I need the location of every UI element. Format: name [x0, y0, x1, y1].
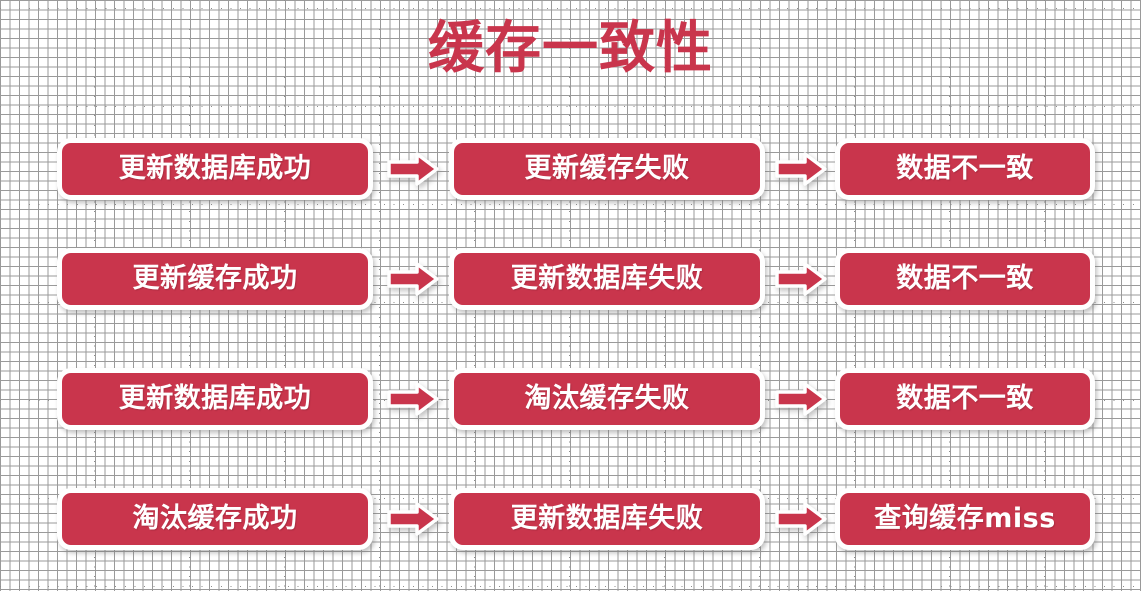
right-block-arrow-icon	[387, 382, 439, 416]
flow-node-label: 数据不一致	[896, 153, 1034, 184]
flow-node-label: 更新数据库失败	[510, 503, 704, 534]
right-block-arrow-icon	[775, 262, 827, 296]
flow-node-row2-col3[interactable]: 数据不一致	[835, 248, 1095, 310]
flow-node-label: 更新缓存失败	[524, 153, 690, 184]
grid-line-vertical	[379, 0, 380, 591]
flow-node-label: 查询缓存miss	[874, 503, 1056, 534]
flow-node-row3-col1[interactable]: 更新数据库成功	[57, 368, 373, 430]
page-title: 缓存一致性	[428, 16, 713, 81]
flow-node-label: 更新数据库成功	[118, 383, 312, 414]
flow-row-3: 更新数据库成功 淘汰缓存失败 数据不一致	[0, 368, 1141, 444]
right-block-arrow-icon	[775, 152, 827, 186]
right-block-arrow-icon	[387, 262, 439, 296]
flow-node-row3-col2[interactable]: 淘汰缓存失败	[449, 368, 765, 430]
right-block-arrow-icon	[387, 502, 439, 536]
flow-node-row2-col1[interactable]: 更新缓存成功	[57, 248, 373, 310]
right-block-arrow-icon	[775, 382, 827, 416]
flow-node-row1-col3[interactable]: 数据不一致	[835, 138, 1095, 200]
flow-node-label: 更新数据库成功	[118, 153, 312, 184]
flow-node-row3-col3[interactable]: 数据不一致	[835, 368, 1095, 430]
flow-row-4: 淘汰缓存成功 更新数据库失败 查询缓存miss	[0, 488, 1141, 564]
grid-line-horizontal	[0, 204, 1141, 205]
flow-node-label: 淘汰缓存失败	[524, 383, 690, 414]
flow-node-row1-col2[interactable]: 更新缓存失败	[449, 138, 765, 200]
grid-line-horizontal	[0, 106, 1141, 107]
flow-node-label: 数据不一致	[896, 383, 1034, 414]
flow-node-row1-col1[interactable]: 更新数据库成功	[57, 138, 373, 200]
flow-row-2: 更新缓存成功 更新数据库失败 数据不一致	[0, 248, 1141, 324]
grid-line-horizontal	[0, 8, 1141, 9]
flow-node-label: 淘汰缓存成功	[132, 503, 298, 534]
flow-node-label: 更新数据库失败	[510, 263, 704, 294]
grid-line-horizontal	[0, 586, 1141, 587]
flow-node-row4-col1[interactable]: 淘汰缓存成功	[57, 488, 373, 550]
flow-node-row4-col2[interactable]: 更新数据库失败	[449, 488, 765, 550]
flow-node-label: 数据不一致	[896, 263, 1034, 294]
right-block-arrow-icon	[387, 152, 439, 186]
flow-node-row4-col3[interactable]: 查询缓存miss	[835, 488, 1095, 550]
flow-row-1: 更新数据库成功 更新缓存失败 数据不一致	[0, 138, 1141, 214]
flow-node-label: 更新缓存成功	[132, 263, 298, 294]
right-block-arrow-icon	[775, 502, 827, 536]
flow-node-row2-col2[interactable]: 更新数据库失败	[449, 248, 765, 310]
